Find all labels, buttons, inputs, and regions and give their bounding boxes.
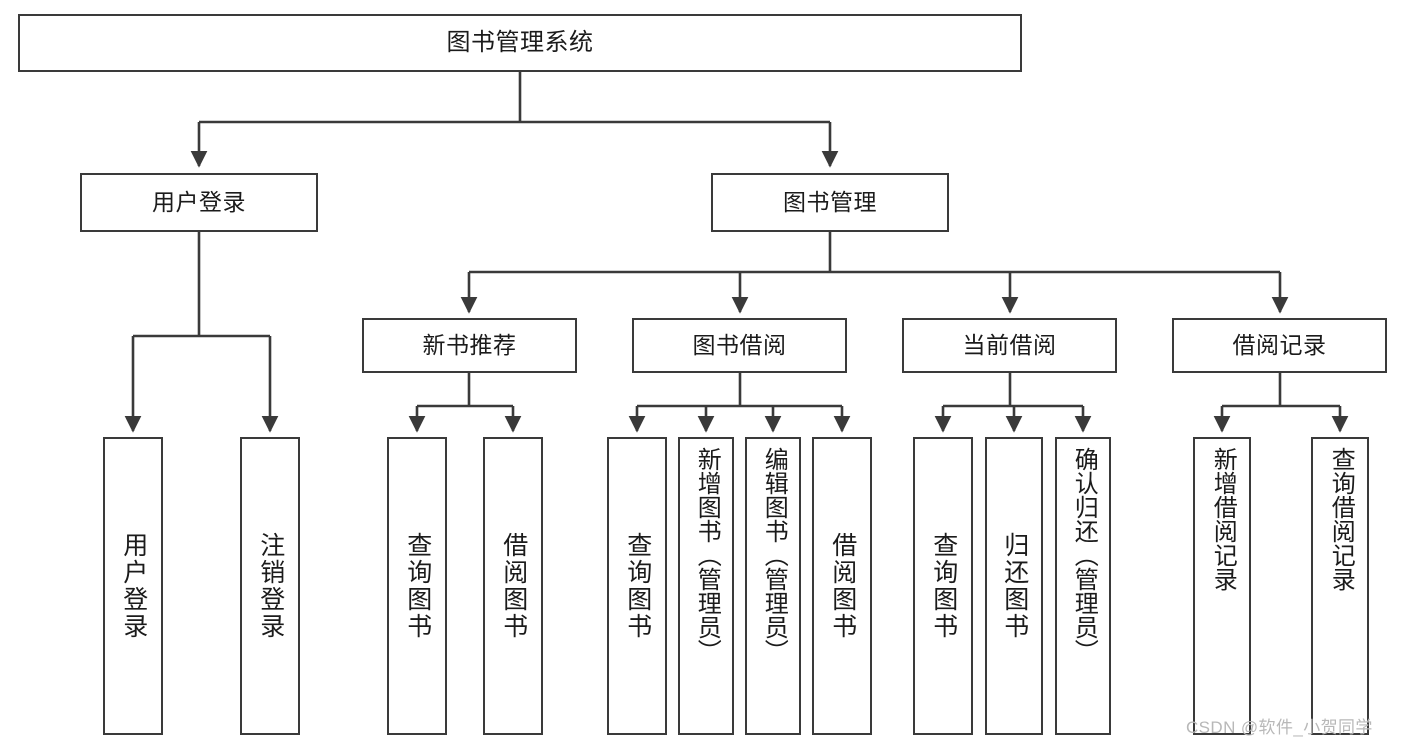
node-label: 用户登录 <box>152 188 246 215</box>
leaf-add-book-admin[interactable]: 新增图书（管理员） <box>678 437 734 735</box>
node-label: 用户登录 <box>119 532 148 640</box>
node-book-borrowing[interactable]: 图书借阅 <box>632 318 847 373</box>
leaf-query-book-recommendation[interactable]: 查询图书 <box>387 437 447 735</box>
node-root-book-management-system[interactable]: 图书管理系统 <box>18 14 1022 72</box>
leaf-query-book-borrowing[interactable]: 查询图书 <box>607 437 667 735</box>
node-label: 借阅图书 <box>499 532 528 640</box>
node-book-management[interactable]: 图书管理 <box>711 173 949 232</box>
leaf-edit-book-admin[interactable]: 编辑图书（管理员） <box>745 437 801 735</box>
leaf-user-login[interactable]: 用户登录 <box>103 437 163 735</box>
node-user-login[interactable]: 用户登录 <box>80 173 318 232</box>
node-label: 借阅记录 <box>1232 331 1327 358</box>
leaf-query-borrowing-record[interactable]: 查询借阅记录 <box>1311 437 1369 735</box>
node-label: 新增借阅记录 <box>1209 447 1237 591</box>
node-label: 查询图书 <box>403 532 432 640</box>
csdn-watermark: CSDN @软件_小贺同学 <box>1186 718 1373 737</box>
node-label: 注销登录 <box>256 532 285 640</box>
leaf-logout[interactable]: 注销登录 <box>240 437 300 735</box>
node-label: 图书管理 <box>783 188 877 215</box>
leaf-query-book-current[interactable]: 查询图书 <box>913 437 973 735</box>
node-label: 当前借阅 <box>962 331 1057 358</box>
node-label: 图书借阅 <box>692 331 787 358</box>
leaf-return-book[interactable]: 归还图书 <box>985 437 1043 735</box>
leaf-borrow-book-borrowing[interactable]: 借阅图书 <box>812 437 872 735</box>
leaf-add-borrowing-record[interactable]: 新增借阅记录 <box>1193 437 1251 735</box>
node-label: 新书推荐 <box>422 331 517 358</box>
node-label: 查询图书 <box>929 532 958 640</box>
node-label: 确认归还（管理员） <box>1070 447 1098 663</box>
node-borrowing-record[interactable]: 借阅记录 <box>1172 318 1387 373</box>
node-current-borrowing[interactable]: 当前借阅 <box>902 318 1117 373</box>
node-label: 查询图书 <box>623 532 652 640</box>
node-label: 归还图书 <box>1000 532 1029 640</box>
node-label: 借阅图书 <box>828 532 857 640</box>
leaf-confirm-return-admin[interactable]: 确认归还（管理员） <box>1055 437 1111 735</box>
node-label: 编辑图书（管理员） <box>760 447 788 663</box>
node-new-book-recommendation[interactable]: 新书推荐 <box>362 318 577 373</box>
node-label: 新增图书（管理员） <box>693 447 721 663</box>
node-label: 图书管理系统 <box>446 28 594 56</box>
node-label: 查询借阅记录 <box>1327 447 1355 591</box>
leaf-borrow-book-recommendation[interactable]: 借阅图书 <box>483 437 543 735</box>
